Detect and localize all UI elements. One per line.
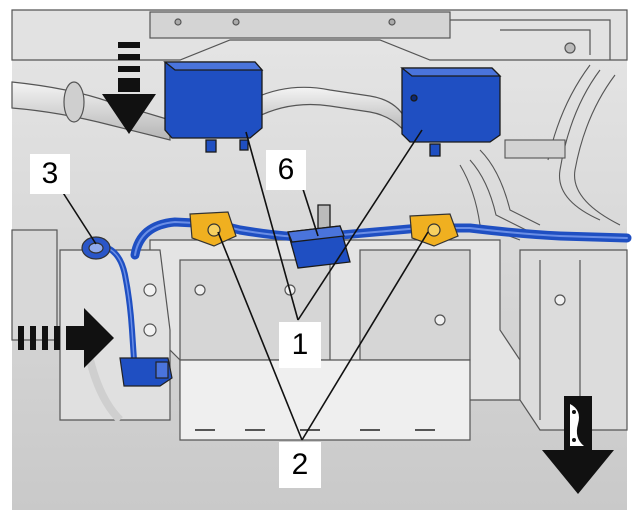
leader-6: [301, 185, 319, 237]
blue-connector-item-6: [287, 204, 351, 269]
top-panel: [11, 9, 628, 61]
callout-1-label: 1: [291, 328, 309, 361]
base-structure: [149, 239, 521, 441]
striped-right-arrow-icon: [18, 308, 114, 368]
vehicle-front-arrow-icon: [542, 396, 614, 494]
blue-module-right: [400, 67, 502, 157]
leader-2-left: [217, 231, 303, 441]
callout-6: 6: [266, 150, 306, 190]
leader-3: [59, 187, 97, 245]
callout-2-label: 2: [291, 448, 309, 481]
callout-3-label: 3: [41, 157, 59, 190]
grommet-item-3: [81, 236, 111, 260]
leader-2-right: [301, 231, 429, 441]
yellow-connector-left: [189, 211, 237, 247]
yellow-connector-right: [409, 213, 459, 247]
leader-lines: [59, 129, 429, 441]
striped-down-arrow-icon: [102, 42, 156, 134]
callout-1: 1: [279, 322, 321, 368]
callout-6-label: 6: [277, 153, 295, 186]
lower-blue-connector: [119, 357, 173, 387]
blue-module-left: [163, 61, 264, 153]
callout-3: 3: [30, 154, 70, 194]
leader-1-right: [297, 129, 423, 321]
callout-2: 2: [279, 442, 321, 488]
leader-1-left: [245, 131, 299, 321]
